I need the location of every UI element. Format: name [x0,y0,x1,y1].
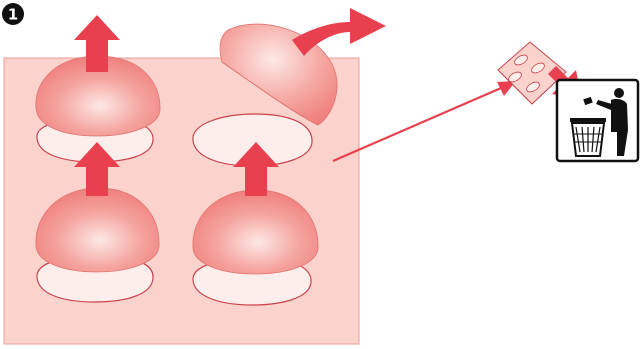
curved-arrow-icon [292,8,386,56]
step-number: 1 [8,6,18,24]
long-arrow-icon [333,81,516,161]
step-badge: 1 [2,3,24,25]
trash-disposal-icon [557,80,638,161]
